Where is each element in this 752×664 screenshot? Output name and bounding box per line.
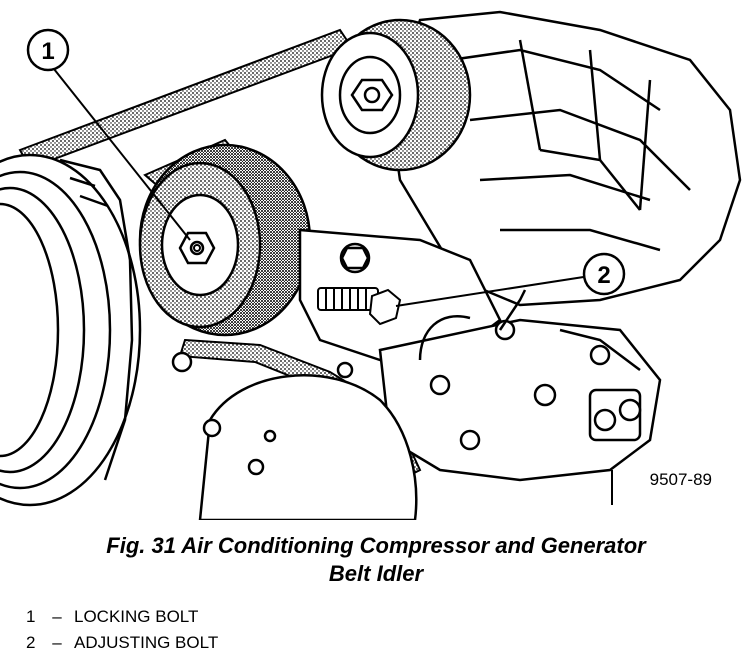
locking-bolt — [193, 244, 201, 252]
compressor-clutch-pulley — [171, 351, 418, 520]
belt-idler-diagram: 1 2 — [0, 10, 742, 520]
generator-pulley — [320, 18, 472, 172]
ac-compressor — [378, 289, 662, 482]
legend-label: LOCKING BOLT — [74, 607, 199, 626]
callout-1-number: 1 — [41, 38, 54, 65]
upper-belt — [18, 28, 354, 170]
legend-dash: – — [52, 633, 62, 652]
crankshaft-pulley — [0, 153, 142, 507]
legend-item: 1 – LOCKING BOLT — [26, 604, 218, 630]
idler-pulley — [138, 143, 312, 337]
callout-2-number: 2 — [597, 262, 610, 289]
legend-dash: – — [52, 607, 62, 626]
callout-2: 2 — [395, 252, 626, 307]
figure-caption: Fig. 31 Air Conditioning Compressor and … — [0, 532, 752, 588]
legend-number: 2 — [26, 633, 36, 652]
generator — [388, 10, 742, 307]
callout-1: 1 — [26, 28, 191, 241]
legend-item: 2 – ADJUSTING BOLT — [26, 630, 218, 656]
figure-number: 9507-89 — [649, 470, 712, 489]
caption-line-2: Belt Idler — [328, 561, 424, 586]
caption-line-1: Fig. 31 Air Conditioning Compressor and … — [106, 533, 646, 558]
legend-label: ADJUSTING BOLT — [74, 633, 219, 652]
legend-number: 1 — [26, 607, 36, 626]
mounting-bracket — [298, 228, 502, 362]
legend: 1 – LOCKING BOLT 2 – ADJUSTING BOLT — [26, 604, 218, 656]
adjusting-bolt — [317, 287, 402, 326]
